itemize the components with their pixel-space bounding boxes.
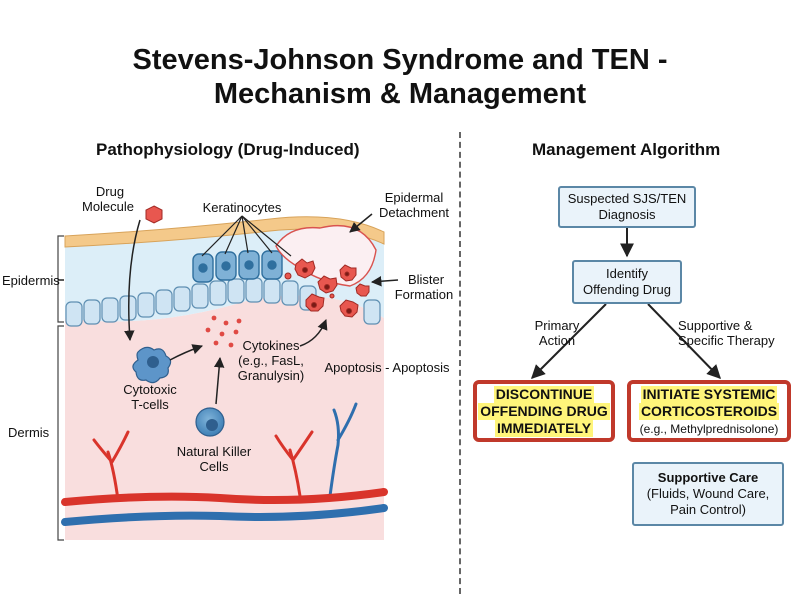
nk-to-cytokines-arrow [213,356,225,405]
drug-molecule-icon [145,205,163,224]
vein [61,504,388,526]
blister-formation-label-2: Formation [394,287,454,302]
initiate-line-1: INITIATE SYSTEMIC [640,385,778,403]
blister-pointer-arrow [370,276,399,287]
artery [61,488,388,506]
stratum-corneum [64,216,385,248]
identify-to-discontinue-arrow [531,303,607,379]
tcell-to-cytokines-arrow [169,344,203,361]
keratinocyte-cluster [192,250,283,283]
discontinue-line-3: IMMEDIATELY [494,419,594,437]
initiate-line-3: (e.g., Methylprednisolone) [639,421,779,436]
cytotoxic-t-cells-label-2: T-cells [131,397,169,412]
primary-action-label-2: Action [538,333,576,348]
nk-cells-label-2: Cells [199,459,229,474]
epidermal-detachment-label-1: Epidermal [384,190,444,205]
nk-cells-label-1: Natural Killer [176,444,252,459]
supportive-therapy-label-1: Supportive & [678,318,753,333]
suspected-diagnosis-box: Suspected SJS/TEN Diagnosis [558,186,696,228]
page-title-line-2: Mechanism & Management [213,78,587,110]
suspected-diagnosis-line-2: Diagnosis [598,207,656,222]
cytokine-dots [205,315,242,348]
drug-to-tcell-arrow [124,219,141,342]
supportive-care-line-2: (Fluids, Wound Care, [646,486,770,501]
drug-molecule-label-1: Drug [95,184,125,199]
basal-keratinocytes [65,277,381,327]
primary-action-label-1: Primary [534,318,580,333]
identify-drug-line-1: Identify [606,266,648,281]
blister-formation-label-1: Blister [407,272,445,287]
management-heading: Management Algorithm [532,140,721,159]
cytokines-label-1: Cytokines [242,338,300,353]
cytokines-label-2: (e.g., FasL, [238,353,304,368]
initiate-corticosteroids-box: INITIATE SYSTEMIC CORTICOSTEROIDS (e.g.,… [627,380,791,442]
suspected-diagnosis-line-1: Suspected SJS/TEN [567,191,687,206]
layer-brackets [57,235,64,541]
section-divider [459,132,461,594]
discontinue-line-2: OFFENDING DRUG [478,402,610,420]
supportive-care-box: Supportive Care (Fluids, Wound Care, Pai… [632,462,784,526]
identify-drug-line-2: Offending Drug [583,282,671,297]
drug-molecule-label-2: Molecule [81,199,135,214]
keratinocytes-label: Keratinocytes [202,200,282,215]
cytotoxic-t-cell-icon [132,346,172,384]
apoptosis-label: Apoptosis - Apoptosis [324,360,450,375]
pathophysiology-heading: Pathophysiology (Drug-Induced) [96,140,360,159]
page-title-line-1: Stevens-Johnson Syndrome and TEN - [132,44,668,76]
supportive-therapy-label-2: Specific Therapy [678,333,775,348]
apoptotic-cells [284,258,370,318]
supportive-care-line-3: Pain Control) [670,502,746,517]
management-arrows [531,228,721,380]
discontinue-line-1: DISCONTINUE [493,385,595,403]
dermis-label: Dermis [8,425,50,440]
left-arrows [58,213,399,405]
initiate-line-2: CORTICOSTEROIDS [638,402,780,420]
identify-drug-box: Identify Offending Drug [572,260,682,304]
discontinue-drug-box: DISCONTINUE OFFENDING DRUG IMMEDIATELY [473,380,615,442]
nk-cell-icon [195,407,225,437]
keratinocyte-pointer-lines [201,215,292,257]
cytokines-to-apoptosis-arrow [299,319,328,347]
epidermis-label: Epidermis [2,273,60,288]
cytotoxic-t-cells-label-1: Cytotoxic [123,382,177,397]
identify-to-initiate-arrow [647,303,721,380]
cytokines-label-3: Granulysin) [237,368,305,383]
detachment-pointer-arrow [349,213,373,233]
supportive-care-title: Supportive Care [657,470,759,485]
epidermal-detachment-label-2: Detachment [378,205,450,220]
